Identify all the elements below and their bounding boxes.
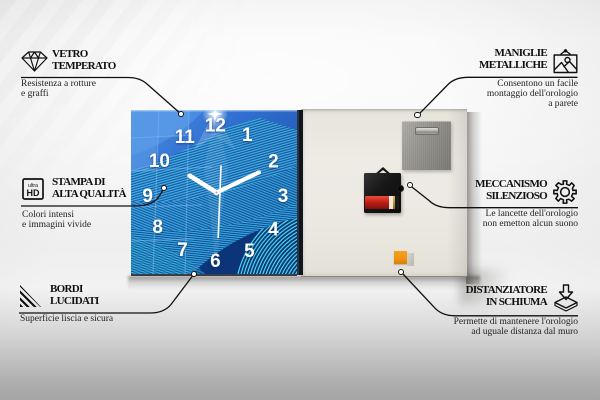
svg-text:ultra: ultra — [28, 183, 38, 189]
svg-text:7: 7 — [177, 240, 188, 261]
svg-text:4: 4 — [268, 219, 279, 240]
svg-text:6: 6 — [210, 251, 221, 272]
svg-text:2: 2 — [268, 152, 279, 173]
svg-text:HD: HD — [27, 188, 40, 198]
svg-text:9: 9 — [142, 186, 153, 207]
svg-text:10: 10 — [149, 151, 170, 172]
svg-text:8: 8 — [152, 217, 163, 238]
svg-text:1: 1 — [242, 125, 253, 146]
svg-text:12: 12 — [205, 116, 226, 137]
svg-text:5: 5 — [244, 241, 255, 262]
svg-text:11: 11 — [175, 127, 196, 148]
svg-text:3: 3 — [278, 186, 289, 207]
